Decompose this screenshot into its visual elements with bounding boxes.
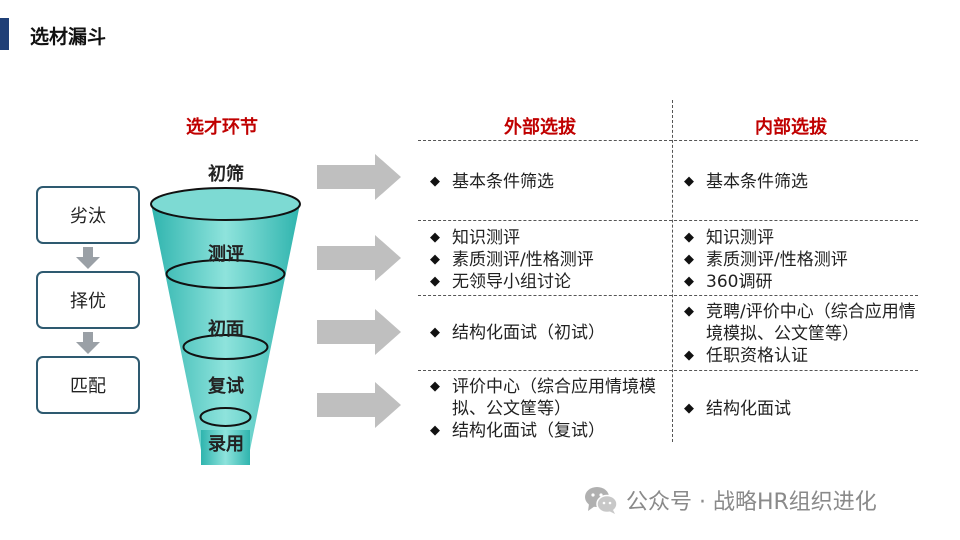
- list-item: ◆知识测评: [684, 228, 774, 248]
- diamond-bullet-icon: ◆: [430, 252, 440, 267]
- list-item: ◆竞聘/评价中心（综合应用情境模拟、公文筐等）: [684, 302, 916, 344]
- table-divider: [418, 220, 918, 221]
- footer-text: 公众号 · 战略HR组织进化: [626, 490, 877, 515]
- diamond-bullet-icon: ◆: [430, 423, 440, 438]
- funnel-stage-final-interview: 复试: [208, 376, 244, 397]
- list-item: ◆结构化面试（初试）: [430, 323, 605, 343]
- internal-cell-assessment: ◆知识测评 ◆素质测评/性格测评 ◆360调研: [684, 227, 916, 293]
- list-item: ◆结构化面试: [684, 399, 791, 419]
- funnel-stage-screening: 初筛: [208, 164, 244, 185]
- down-arrow-icon: [76, 332, 100, 354]
- list-item: ◆任职资格认证: [684, 346, 808, 366]
- table-divider: [418, 295, 918, 296]
- table-divider: [418, 370, 918, 371]
- list-item: ◆基本条件筛选: [684, 172, 808, 192]
- right-arrow-icon: [317, 154, 401, 200]
- funnel-header: 选才环节: [186, 117, 258, 138]
- diamond-bullet-icon: ◆: [430, 325, 440, 340]
- internal-cell-screening: ◆基本条件筛选: [684, 171, 916, 193]
- stage-box-matching: 匹配: [36, 356, 140, 414]
- wechat-icon: [585, 487, 618, 514]
- list-item: ◆知识测评: [430, 228, 520, 248]
- diamond-bullet-icon: ◆: [684, 348, 694, 363]
- page-title: 选材漏斗: [30, 26, 107, 48]
- list-item: ◆评价中心（综合应用情境模拟、公文筐等）: [430, 377, 656, 419]
- external-cell-first-interview: ◆结构化面试（初试）: [430, 322, 670, 344]
- diamond-bullet-icon: ◆: [430, 274, 440, 289]
- external-header: 外部选拔: [504, 117, 576, 138]
- diamond-bullet-icon: ◆: [684, 304, 694, 319]
- list-item: ◆无领导小组讨论: [430, 272, 571, 292]
- right-arrow-icon: [317, 309, 401, 355]
- diamond-bullet-icon: ◆: [684, 230, 694, 245]
- funnel-graphic: [150, 187, 301, 465]
- stage-box-selection: 择优: [36, 271, 140, 329]
- funnel-stage-first-interview: 初面: [208, 319, 244, 340]
- diamond-bullet-icon: ◆: [684, 252, 694, 267]
- list-item: ◆基本条件筛选: [430, 172, 554, 192]
- list-item: ◆素质测评/性格测评: [684, 250, 848, 270]
- external-cell-assessment: ◆知识测评 ◆素质测评/性格测评 ◆无领导小组讨论: [430, 227, 670, 293]
- external-cell-screening: ◆基本条件筛选: [430, 171, 670, 193]
- stage-box-elimination: 劣汰: [36, 186, 140, 244]
- column-divider: [672, 100, 673, 442]
- internal-cell-final-interview: ◆结构化面试: [684, 398, 916, 420]
- right-arrow-icon: [317, 235, 401, 281]
- right-arrow-icon: [317, 382, 401, 428]
- diamond-bullet-icon: ◆: [430, 174, 440, 189]
- diamond-bullet-icon: ◆: [684, 401, 694, 416]
- list-item: ◆360调研: [684, 272, 773, 292]
- funnel-stage-hire: 录用: [208, 434, 244, 455]
- diamond-bullet-icon: ◆: [684, 274, 694, 289]
- title-accent-bar: [0, 18, 9, 50]
- list-item: ◆结构化面试（复试）: [430, 421, 605, 441]
- table-divider: [418, 140, 918, 141]
- funnel-stage-assessment: 测评: [208, 244, 244, 265]
- footer-watermark: 公众号 · 战略HR组织进化: [584, 484, 877, 516]
- internal-header: 内部选拔: [755, 117, 827, 138]
- internal-cell-first-interview: ◆竞聘/评价中心（综合应用情境模拟、公文筐等） ◆任职资格认证: [684, 301, 916, 367]
- list-item: ◆素质测评/性格测评: [430, 250, 594, 270]
- diamond-bullet-icon: ◆: [684, 174, 694, 189]
- diamond-bullet-icon: ◆: [430, 230, 440, 245]
- diamond-bullet-icon: ◆: [430, 379, 440, 394]
- external-cell-final-interview: ◆评价中心（综合应用情境模拟、公文筐等） ◆结构化面试（复试）: [430, 376, 670, 442]
- down-arrow-icon: [76, 247, 100, 269]
